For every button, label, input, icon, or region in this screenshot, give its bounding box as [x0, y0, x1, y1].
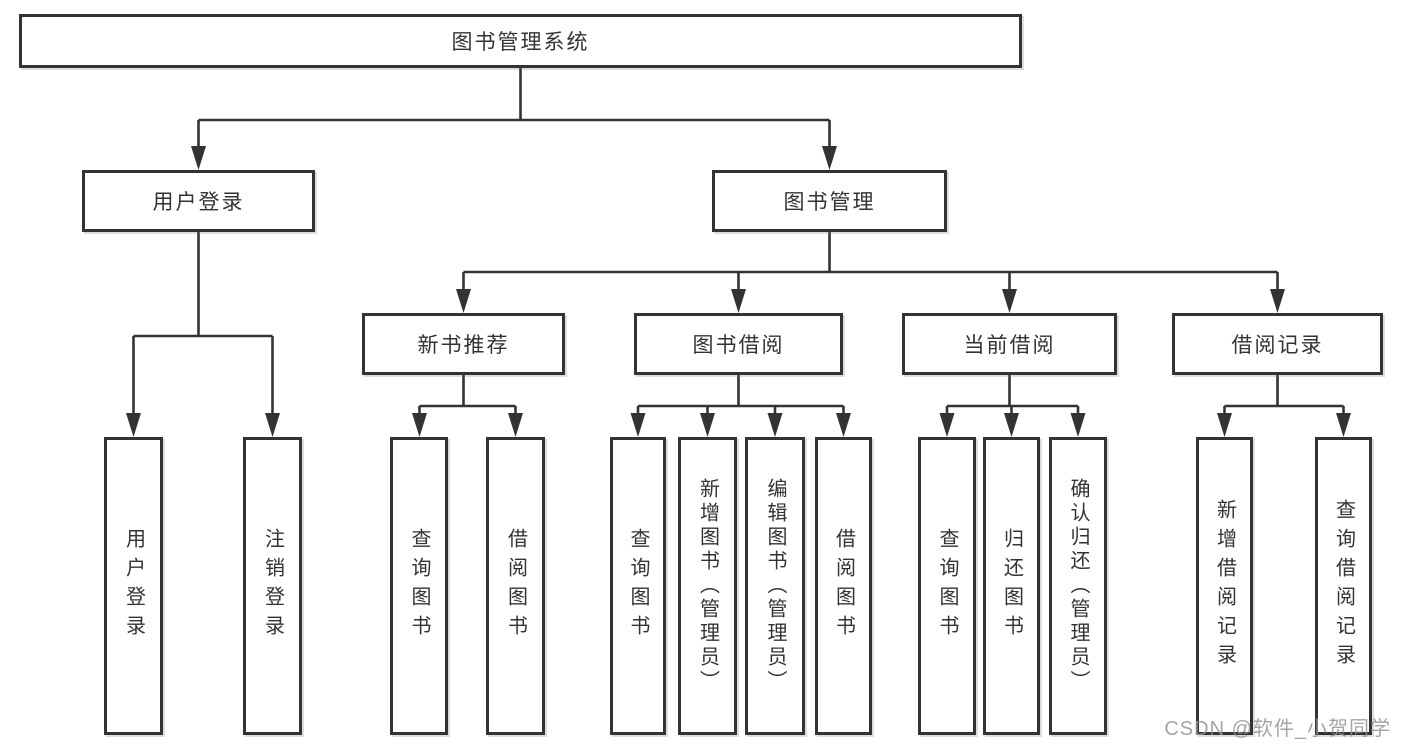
leaf-logout: 注销登录 — [243, 437, 302, 735]
leaf-edit-books-admin: 编辑图书（管理员） — [745, 437, 805, 735]
node-label: 图书借阅 — [692, 334, 785, 357]
node-book-management: 图书管理 — [712, 170, 947, 232]
node-label: 查询图书 — [627, 528, 649, 644]
node-label: 编辑图书（管理员） — [764, 478, 786, 694]
node-user-login: 用户登录 — [82, 170, 315, 232]
leaf-user-login: 用户登录 — [104, 437, 163, 735]
node-label: 用户登录 — [152, 191, 245, 214]
node-label: 确认归还（管理员） — [1067, 478, 1089, 694]
leaf-query-books-current: 查询图书 — [918, 437, 976, 735]
node-label: 查询图书 — [936, 528, 958, 644]
leaf-add-borrow-record: 新增借阅记录 — [1196, 437, 1253, 735]
leaf-query-borrow-record: 查询借阅记录 — [1315, 437, 1372, 735]
node-label: 新增图书（管理员） — [696, 478, 719, 694]
leaf-query-books-borrow: 查询图书 — [610, 437, 666, 735]
node-label: 新增借阅记录 — [1213, 499, 1236, 673]
node-new-book-recommendation: 新书推荐 — [362, 313, 565, 375]
leaf-return-books: 归还图书 — [983, 437, 1040, 735]
node-label: 查询图书 — [408, 528, 430, 644]
leaf-borrow-books-recommend: 借阅图书 — [486, 437, 545, 735]
leaf-query-books-recommend: 查询图书 — [390, 437, 448, 735]
watermark: CSDN @软件_小贺同学 — [1164, 718, 1391, 740]
node-label: 当前借阅 — [963, 334, 1056, 357]
node-label: 借阅记录 — [1231, 334, 1324, 357]
node-label: 注销登录 — [261, 528, 284, 644]
node-label: 归还图书 — [1000, 528, 1023, 644]
node-library-management-system: 图书管理系统 — [19, 14, 1022, 68]
node-current-borrowing: 当前借阅 — [902, 313, 1117, 375]
node-label: 用户登录 — [122, 528, 145, 644]
node-label: 图书管理 — [783, 191, 876, 214]
node-book-borrowing: 图书借阅 — [634, 313, 843, 375]
leaf-borrow-books-borrow: 借阅图书 — [815, 437, 872, 735]
node-label: 图书管理系统 — [451, 31, 590, 54]
node-borrowing-records: 借阅记录 — [1172, 313, 1383, 375]
node-label: 借阅图书 — [832, 528, 855, 644]
node-label: 查询借阅记录 — [1332, 499, 1355, 673]
leaf-add-books-admin: 新增图书（管理员） — [678, 437, 737, 735]
leaf-confirm-return-admin: 确认归还（管理员） — [1049, 437, 1107, 735]
node-label: 新书推荐 — [417, 334, 510, 357]
node-label: 借阅图书 — [504, 528, 527, 644]
